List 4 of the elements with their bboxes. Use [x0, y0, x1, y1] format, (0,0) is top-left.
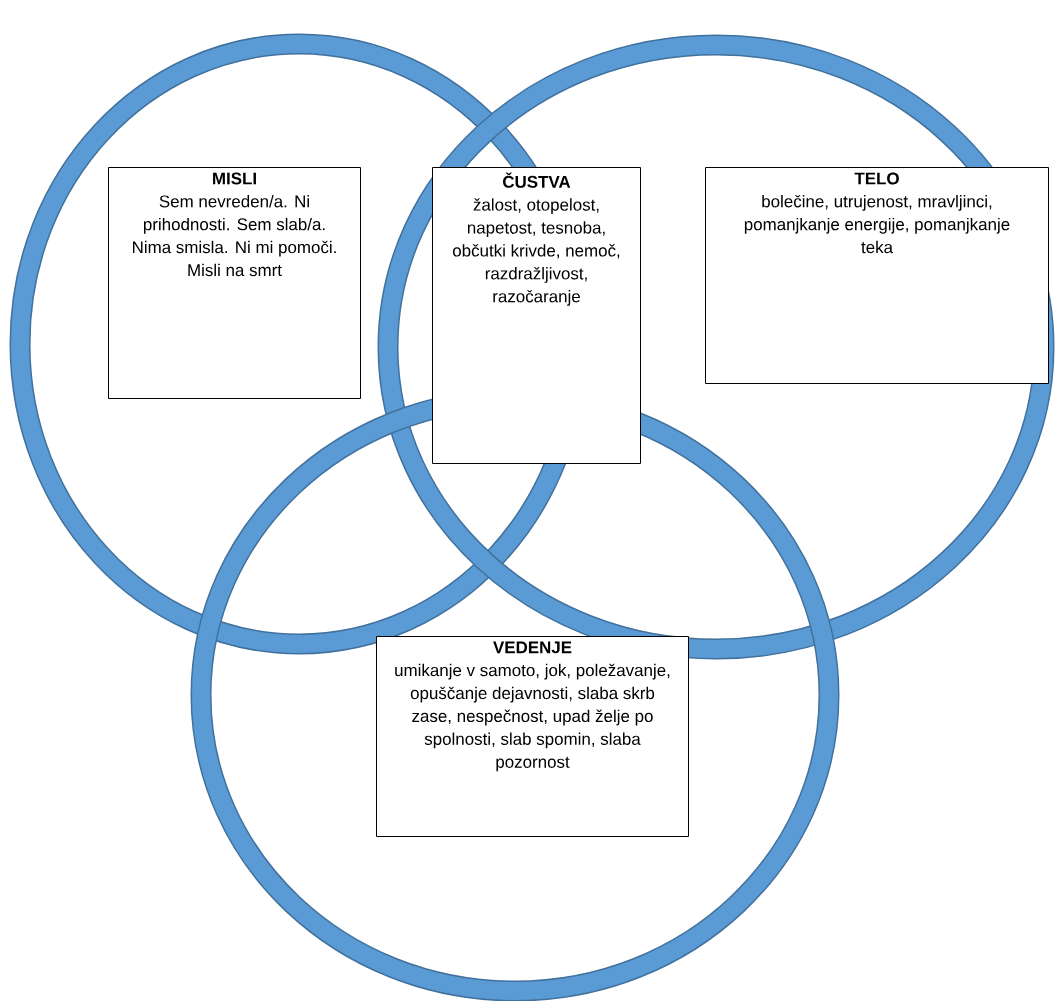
text-box: ČUSTVA žalost, otopelost, napetost, tesnoba, občutki krivde, nemoč, razdražljivost, razočaranje [432, 167, 641, 464]
text-box: TELO bolečine, utrujenost, mravljinci, pomanjkanje energije, pomanjkanje teka [705, 167, 1049, 384]
text-box: MISLI Sem nevreden/a. Ni prihodnosti. Sem slab/a. Nima smisla. Ni mi pomoči. Misli na smrt [108, 167, 361, 399]
text-box: VEDENJE umikanje v samoto, jok, poležavanje, opuščanje dejavnosti, slaba skrb zase, nespečnost, upad želje po spolnosti, slab spomin, slaba pozornost [376, 636, 689, 837]
